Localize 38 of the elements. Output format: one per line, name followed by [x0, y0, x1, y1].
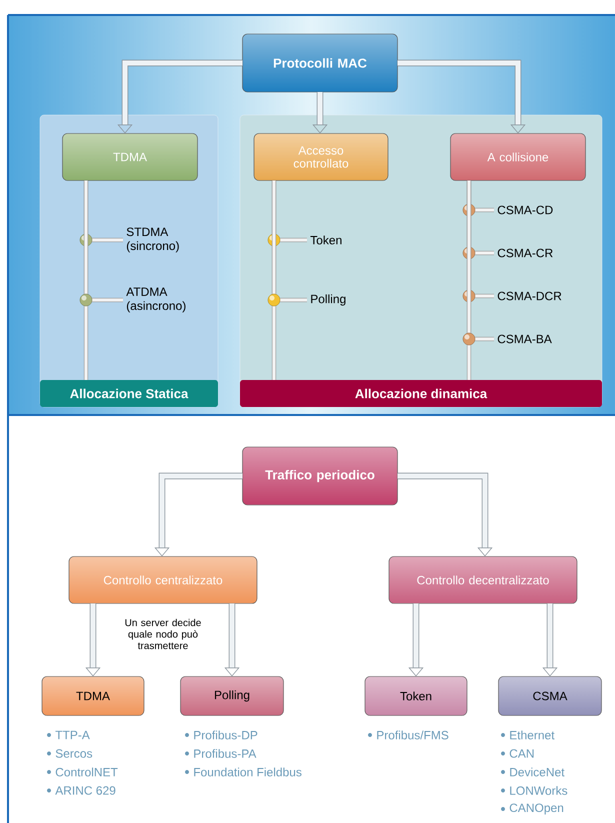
item-label: Polling	[311, 294, 346, 306]
arrow	[398, 60, 526, 134]
process-box: CSMA	[498, 676, 602, 716]
branch-line	[466, 180, 494, 342]
process-box: Traffico periodico	[242, 446, 398, 506]
arrow	[398, 472, 493, 556]
list-item: CAN	[501, 749, 534, 758]
branch-line	[272, 180, 307, 302]
process-box: TDMA	[62, 133, 198, 181]
item-label: CSMA-CD	[498, 206, 553, 214]
list-item: TTP-A	[47, 730, 90, 740]
process-box: Controllo decentralizzato	[388, 556, 578, 604]
item-label: CSMA-DCR	[498, 292, 562, 300]
list-item: Ethernet	[501, 730, 554, 740]
list-item: DeviceNet	[501, 768, 564, 776]
list-item: Profibus-DP	[185, 730, 258, 740]
list-item: CANOpen	[501, 804, 564, 814]
list-item: Profibus-PA	[185, 749, 256, 758]
note-text: Un server decide quale nodo può trasmettere	[125, 618, 201, 650]
branch-line	[84, 180, 123, 302]
process-box: Protocolli MAC	[242, 34, 398, 92]
item-label: CSMA-CR	[498, 248, 553, 258]
item-label: ATDMA (asincrono)	[126, 288, 186, 312]
process-box: A collisione	[450, 133, 586, 181]
item-label: STDMA (sincrono)	[126, 228, 179, 252]
list-item: Foundation Fieldbus	[185, 768, 302, 776]
list-item: ARINC 629	[47, 786, 116, 795]
list-item: LONWorks	[501, 786, 568, 795]
process-box: Controllo centralizzato	[68, 556, 258, 604]
process-box: TDMA	[42, 676, 144, 716]
process-box: Accesso controllato	[254, 133, 388, 181]
list-item: Profibus/FMS	[368, 730, 448, 740]
process-box: Token	[364, 676, 468, 716]
item-label: Token	[310, 236, 342, 244]
process-box: Polling	[180, 676, 284, 716]
item-label: CSMA-BA	[498, 334, 552, 344]
list-item: ControlNET	[47, 768, 118, 776]
list-item: Sercos	[47, 749, 92, 758]
